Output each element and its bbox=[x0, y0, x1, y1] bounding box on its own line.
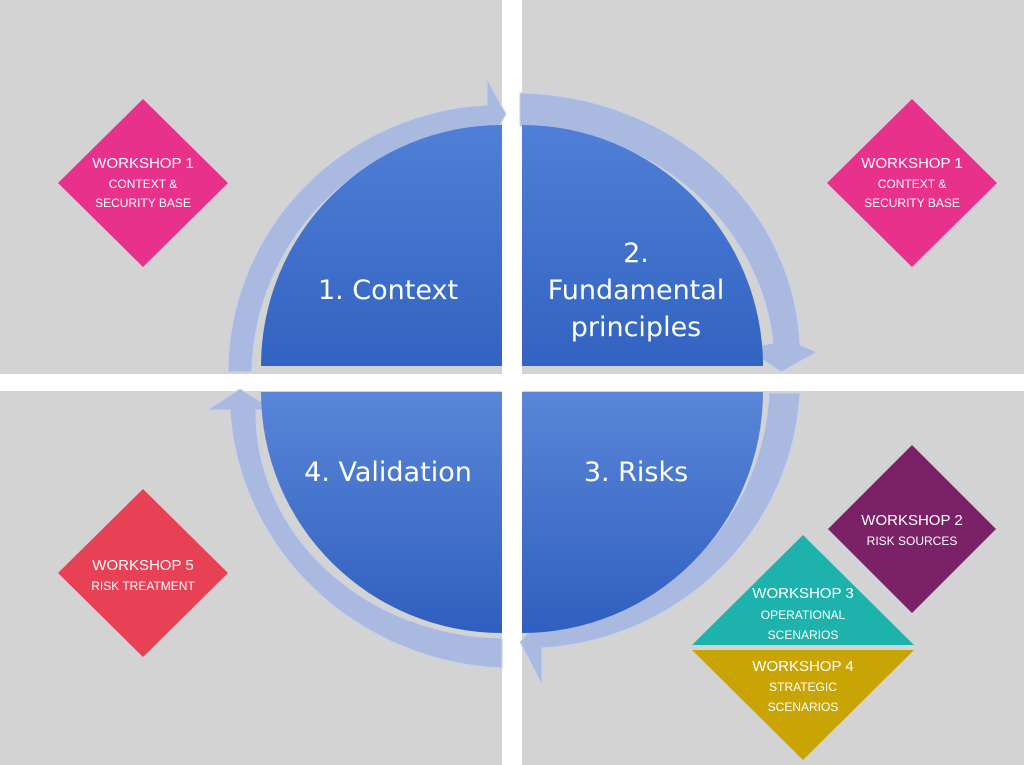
workshop-title: WORKSHOP 1 bbox=[92, 155, 193, 172]
quadrant-label-principles-3: principles bbox=[571, 312, 702, 343]
workshop-diamond bbox=[827, 99, 997, 267]
workshop-subtitle-1: STRATEGIC bbox=[769, 680, 837, 694]
quadrant-validation bbox=[261, 392, 502, 633]
arrow-segment-bottom-right bbox=[519, 392, 801, 686]
cycle-arrows bbox=[205, 78, 819, 686]
workshop-subtitle-1: OPERATIONAL bbox=[761, 608, 846, 622]
workshop-title: WORKSHOP 3 bbox=[752, 585, 853, 602]
quadrant-label-principles-2: Fundamental bbox=[548, 275, 725, 306]
workshop-5-badge: WORKSHOP 5 RISK TREATMENT bbox=[58, 489, 228, 657]
workshop-subtitle-1: CONTEXT & bbox=[109, 177, 177, 191]
quadrant-label-context: 1. Context bbox=[318, 275, 458, 306]
workshop-diamond bbox=[58, 489, 228, 657]
workshop-diamond bbox=[58, 99, 228, 267]
workshop-3-badge: WORKSHOP 3 OPERATIONAL SCENARIOS bbox=[692, 535, 914, 645]
workshop-title: WORKSHOP 5 bbox=[92, 557, 193, 574]
workshop-subtitle-1: CONTEXT & bbox=[878, 177, 946, 191]
quadrant-risks bbox=[522, 392, 763, 633]
quadrant-label-principles-1: 2. bbox=[623, 238, 649, 269]
workshop-subtitle-2: SCENARIOS bbox=[768, 628, 839, 642]
workshop-title: WORKSHOP 4 bbox=[752, 658, 853, 675]
workshop-1-badge-right: WORKSHOP 1 CONTEXT & SECURITY BASE bbox=[827, 99, 997, 267]
quadrant-label-validation: 4. Validation bbox=[304, 457, 472, 488]
workshop-1-badge-left: WORKSHOP 1 CONTEXT & SECURITY BASE bbox=[58, 99, 228, 267]
workshop-4-badge: WORKSHOP 4 STRATEGIC SCENARIOS bbox=[692, 650, 914, 760]
workshop-title: WORKSHOP 2 bbox=[861, 512, 962, 529]
arrow-segment-bottom-left bbox=[205, 388, 503, 669]
workshop-diamond bbox=[828, 445, 996, 613]
quadrant-label-risks: 3. Risks bbox=[584, 457, 688, 488]
arrow-segment-top-left bbox=[227, 78, 507, 373]
workshop-triangle-down bbox=[692, 650, 914, 760]
workshop-subtitle-1: RISK TREATMENT bbox=[91, 579, 195, 593]
workshop-triangle-up bbox=[692, 535, 914, 645]
quadrant-context bbox=[261, 125, 502, 366]
workshop-subtitle-2: SCENARIOS bbox=[768, 700, 839, 714]
workshop-subtitle-1: RISK SOURCES bbox=[867, 534, 958, 548]
workshop-2-badge: WORKSHOP 2 RISK SOURCES bbox=[828, 445, 996, 613]
workshop-title: WORKSHOP 1 bbox=[861, 155, 962, 172]
workshop-subtitle-2: SECURITY BASE bbox=[864, 196, 960, 210]
workshop-subtitle-2: SECURITY BASE bbox=[95, 196, 191, 210]
quadrant-fundamental-principles bbox=[522, 125, 763, 366]
